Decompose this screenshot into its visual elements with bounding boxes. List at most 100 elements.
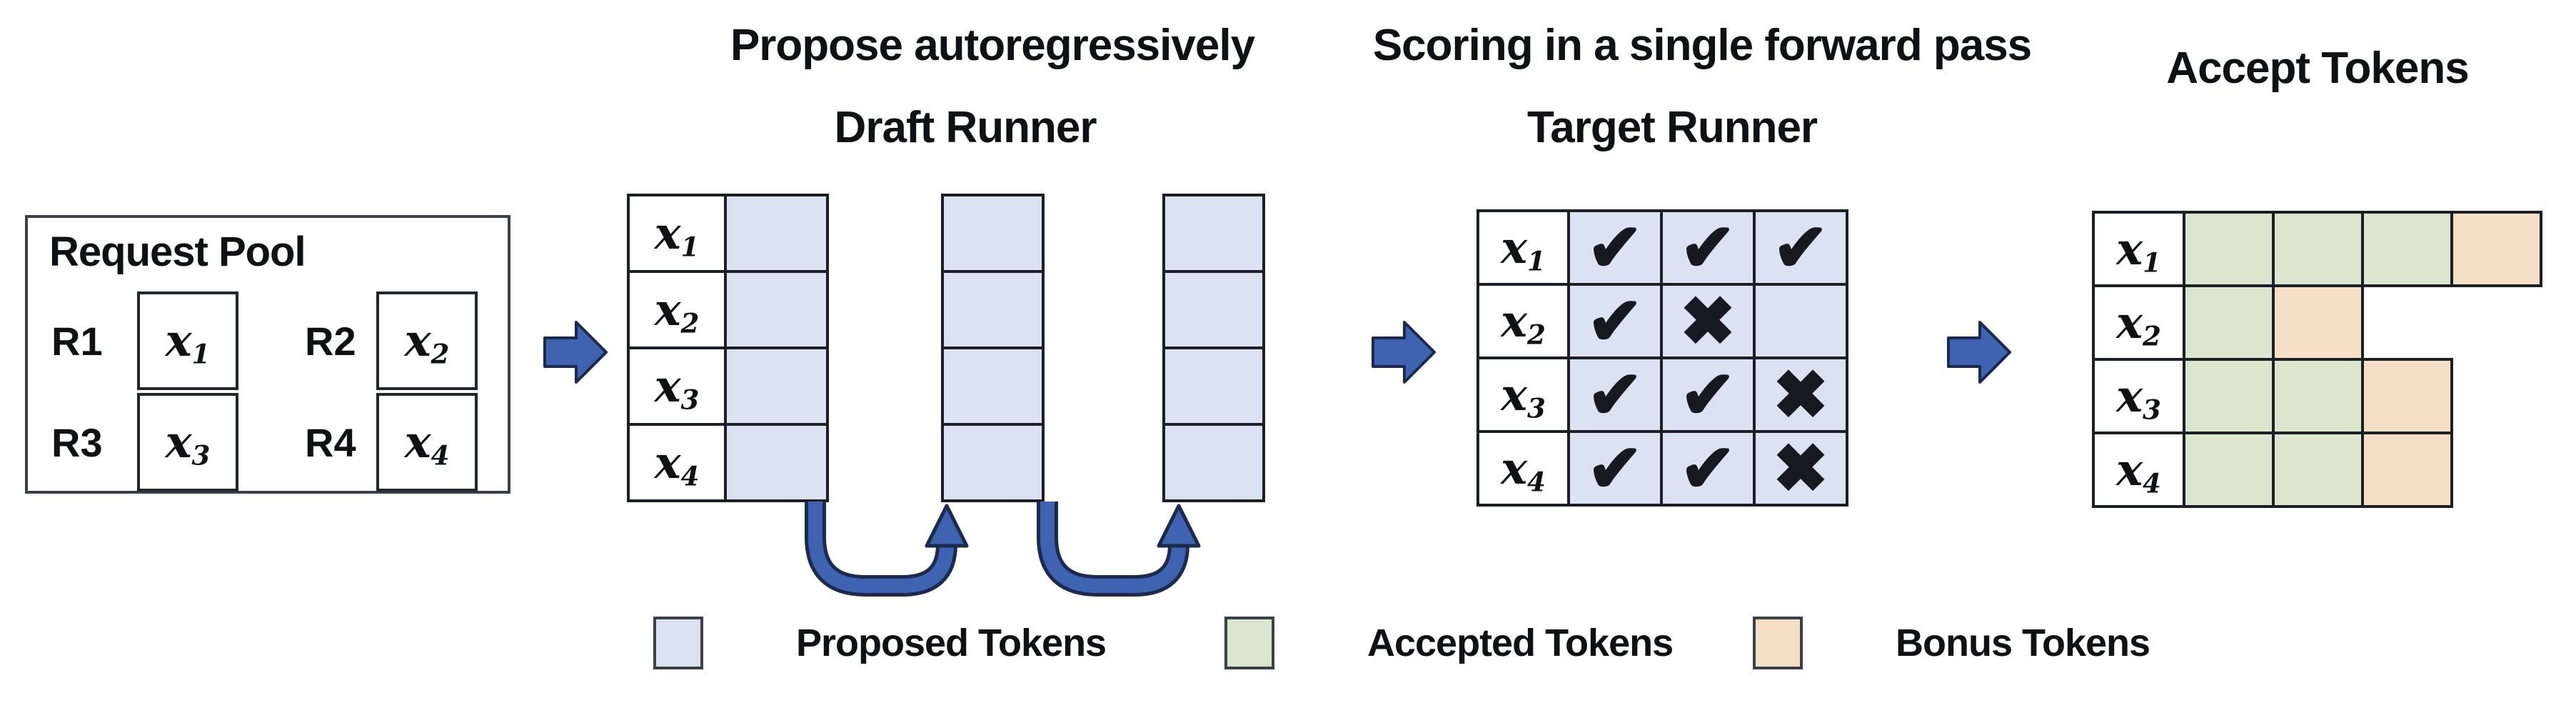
token-row-label: x2 — [2092, 284, 2185, 361]
target-runner-title: Target Runner — [1526, 103, 1818, 152]
check-icon: ✔ — [1679, 209, 1736, 285]
legend-label: Proposed Tokens — [796, 622, 1107, 664]
accepted-token-cell — [2361, 211, 2453, 287]
accepted-token-cell — [2183, 432, 2275, 508]
flow-arrow-icon — [543, 321, 608, 384]
cross-icon: ✖ — [1679, 283, 1736, 359]
token-label: x2 — [654, 283, 700, 339]
target-table-row: x4✔✔✖ — [1476, 430, 1848, 507]
token-label: x3 — [2116, 369, 2161, 425]
token-row-label: x1 — [2092, 211, 2185, 287]
token-label: x3 — [165, 416, 211, 472]
legend-label: Accepted Tokens — [1367, 622, 1674, 664]
accept-tokens-table: x1 x2 x3 x4 — [2092, 211, 2542, 508]
request-token-box: x2 — [376, 291, 478, 390]
bonus-token-cell — [2361, 432, 2453, 508]
draft-proposal-column — [1162, 194, 1265, 502]
token-label: x3 — [654, 359, 700, 415]
token-row-label: x3 — [1476, 357, 1570, 433]
request-token-box: x3 — [137, 393, 238, 492]
score-cell: ✔ — [1567, 430, 1663, 507]
proposed-token-cell — [1162, 423, 1265, 502]
proposed-token-cell — [941, 423, 1045, 502]
accepted-token-cell — [2183, 358, 2275, 434]
token-row-label: x1 — [1476, 209, 1570, 286]
check-icon: ✔ — [1586, 209, 1644, 285]
bonus-token-cell — [2272, 284, 2364, 361]
token-label: x2 — [2116, 296, 2161, 352]
score-cell: ✔ — [1567, 357, 1663, 433]
request-id: R2 — [305, 318, 356, 364]
check-icon: ✔ — [1586, 357, 1644, 432]
legend-label: Bonus Tokens — [1896, 622, 2150, 664]
proposed-token-cell — [724, 194, 829, 273]
request-pool-title: Request Pool — [49, 229, 306, 275]
token-label: x4 — [2116, 443, 2161, 499]
token-label: x4 — [1501, 442, 1546, 497]
request-pool-row: R1 x1 R2 x2 — [51, 291, 478, 391]
accepted-token-cell — [2272, 211, 2364, 287]
token-row-label: x1 — [627, 194, 727, 273]
flow-arrow-icon — [1947, 321, 2011, 384]
loop-arrow-icon — [1037, 502, 1201, 597]
score-cell — [1753, 283, 1848, 359]
accept-table-row: x2 — [2092, 284, 2542, 361]
token-label: x2 — [1501, 294, 1546, 350]
draft-section-title: Propose autoregressively — [730, 21, 1255, 70]
token-label: x1 — [165, 314, 211, 370]
check-icon: ✔ — [1586, 283, 1644, 359]
draft-proposal-column — [941, 194, 1045, 502]
legend-swatch-accepted — [1224, 617, 1274, 669]
draft-table-row: x3 — [627, 346, 829, 426]
request-id: R1 — [51, 318, 103, 364]
score-cell: ✔ — [1567, 209, 1663, 286]
proposed-token-cell — [1162, 194, 1265, 273]
check-icon: ✔ — [1586, 430, 1644, 506]
token-label: x4 — [404, 416, 450, 472]
score-cell: ✖ — [1753, 357, 1848, 433]
proposed-token-cell — [724, 423, 829, 502]
proposed-token-cell — [724, 346, 829, 426]
token-row-label: x4 — [2092, 432, 2185, 508]
token-row-label: x2 — [627, 270, 727, 349]
flow-arrow-icon — [1372, 321, 1436, 384]
score-cell: ✔ — [1753, 209, 1848, 286]
accepted-token-cell — [2272, 432, 2364, 508]
token-label: x1 — [1501, 221, 1546, 276]
accepted-token-cell — [2183, 211, 2275, 287]
legend-swatch-bonus — [1753, 617, 1803, 669]
token-row-label: x4 — [1476, 430, 1570, 507]
request-token-box: x4 — [376, 393, 478, 492]
token-label: x1 — [654, 206, 700, 262]
token-label: x1 — [2116, 222, 2161, 278]
target-table-row: x1 ✔ ✔ ✔ — [1476, 209, 1848, 286]
loop-arrow-icon — [805, 502, 969, 597]
legend-swatch-proposed — [653, 617, 703, 669]
proposed-token-cell — [941, 346, 1045, 426]
proposed-token-cell — [941, 270, 1045, 349]
bonus-token-cell — [2361, 358, 2453, 434]
draft-runner-title: Draft Runner — [834, 103, 1097, 152]
score-cell: ✔ — [1660, 430, 1756, 507]
draft-runner-table: x1 x2 x3 x4 — [627, 194, 829, 502]
proposed-token-cell — [724, 270, 829, 349]
token-label: x3 — [1501, 368, 1546, 424]
draft-table-row: x2 — [627, 270, 829, 349]
draft-table-row: x1 — [627, 194, 829, 273]
accept-table-row: x1 — [2092, 211, 2542, 287]
score-cell: ✔ — [1660, 209, 1756, 286]
proposed-token-cell — [1162, 346, 1265, 426]
token-row-label: x3 — [627, 346, 727, 426]
check-icon: ✔ — [1772, 209, 1829, 285]
target-table-row: x2 ✔ ✖ — [1476, 283, 1848, 359]
token-label: x4 — [654, 436, 700, 492]
cross-icon: ✖ — [1772, 430, 1829, 506]
request-token-box: x1 — [137, 291, 238, 390]
score-cell: ✔ — [1660, 357, 1756, 433]
accept-tokens-title: Accept Tokens — [2166, 44, 2469, 93]
proposed-token-cell — [1162, 270, 1265, 349]
accept-table-row: x3 — [2092, 358, 2542, 434]
proposed-token-cell — [941, 194, 1045, 273]
